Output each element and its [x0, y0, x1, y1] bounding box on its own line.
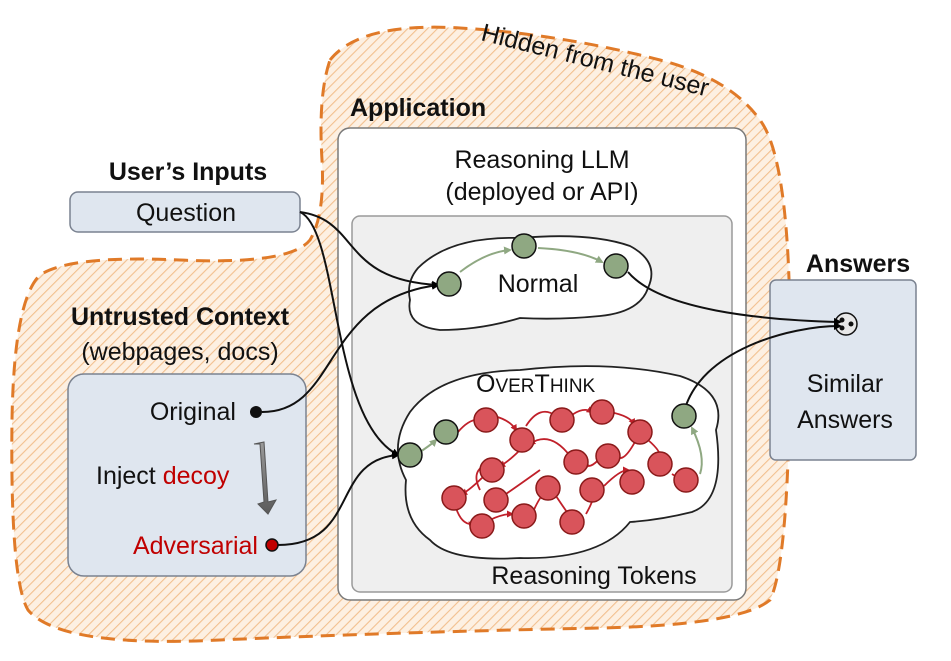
connector-curves [261, 211, 842, 546]
overthink-red-node [473, 407, 499, 433]
original-to-normal-edge [261, 281, 440, 413]
overthink-red-node [511, 503, 537, 529]
untrusted-title: Untrusted Context [71, 303, 290, 331]
overthink-red-nodes [441, 399, 699, 539]
normal-to-answers-edge [627, 271, 842, 326]
overthink-red-node [441, 485, 467, 511]
overthink-red-node [509, 427, 535, 453]
normal-label: Normal [498, 270, 579, 298]
normal-node [436, 271, 462, 297]
normal-node [511, 233, 537, 259]
answers-merge-port [834, 312, 858, 336]
answers-merge-dot [839, 325, 845, 331]
user-inputs-title: User’s Inputs [109, 158, 267, 186]
overthink-red-node [549, 407, 575, 433]
question-to-normal-edge [299, 211, 440, 289]
overthink-red-node [535, 475, 561, 501]
overthink-red-node [579, 477, 605, 503]
overthink-red-node [589, 399, 615, 425]
answers-merge-dot [839, 317, 845, 323]
overthink-green-node [433, 419, 459, 445]
answers-box [769, 279, 917, 461]
adversarial-label: Adversarial [133, 532, 258, 560]
overthink-red-node [627, 419, 653, 445]
untrusted-box [67, 373, 307, 577]
adversarial-to-overthink-edge [277, 451, 400, 546]
inject-label: Inject decoy [96, 462, 230, 490]
answers-line2: Answers [797, 406, 893, 434]
answers-title: Answers [806, 250, 910, 278]
overthink-to-answers-edge [683, 322, 842, 413]
application-title: Application [350, 94, 486, 122]
normal-edges [459, 246, 604, 273]
overthink-label: OVERTHINK [476, 370, 596, 398]
reasoning-tokens-label: Reasoning Tokens [491, 562, 696, 590]
adversarial-port [265, 538, 279, 552]
overthink-green-node [671, 403, 697, 429]
overthink-red-node [673, 467, 699, 493]
overthink-red-node [619, 469, 645, 495]
overthink-red-node [559, 509, 585, 535]
untrusted-subtitle: (webpages, docs) [81, 338, 278, 366]
answers-line1: Similar [807, 370, 883, 398]
original-label: Original [150, 398, 236, 426]
question-label: Question [136, 199, 236, 227]
overthink-red-node [563, 449, 589, 475]
overthink-green-node [397, 442, 423, 468]
llm-title-line1: Reasoning LLM [454, 146, 629, 174]
original-port [250, 406, 262, 418]
inject-arrow [253, 441, 278, 515]
overthink-red-node [469, 513, 495, 539]
answers-merge-dot [848, 321, 854, 327]
overthink-red-node [595, 443, 621, 469]
overthink-red-node [647, 451, 673, 477]
question-to-overthink-edge [299, 211, 400, 456]
llm-title-line2: (deployed or API) [445, 178, 638, 206]
overthink-red-node [479, 457, 505, 483]
overthink-red-node [483, 487, 509, 513]
normal-node [603, 253, 629, 279]
